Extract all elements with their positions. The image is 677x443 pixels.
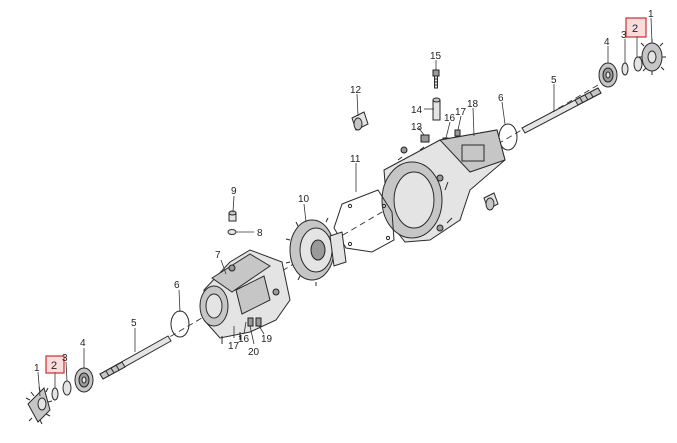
bushing-12 xyxy=(351,111,369,131)
label-part-16-top: 16 xyxy=(444,113,456,124)
label-part-13: 13 xyxy=(411,122,423,133)
label-part-5-bottom: 5 xyxy=(131,318,137,329)
bevel-gear-top xyxy=(638,39,666,75)
o-ring-bottom xyxy=(170,310,190,338)
highlight-box-top xyxy=(625,17,647,38)
washer-bottom xyxy=(62,380,72,396)
differential-housing-upper xyxy=(381,129,506,243)
label-part-18: 18 xyxy=(467,99,479,110)
screw-9 xyxy=(228,210,237,222)
label-part-6-bottom: 6 xyxy=(174,280,180,291)
differential-carrier-10 xyxy=(285,217,347,286)
axle-shaft-top xyxy=(521,87,602,134)
stud-19 xyxy=(255,317,262,327)
label-part-5-top: 5 xyxy=(551,75,557,86)
label-part-15: 15 xyxy=(430,51,442,62)
label-part-1-bottom: 1 xyxy=(34,363,40,374)
label-part-17-top: 17 xyxy=(455,107,467,118)
pin-14 xyxy=(432,97,441,121)
bearing-top xyxy=(598,62,618,88)
label-part-4-bottom: 4 xyxy=(80,338,86,349)
label-part-20: 20 xyxy=(248,347,260,358)
label-part-9: 9 xyxy=(231,186,237,197)
bevel-gear-bottom xyxy=(25,386,53,425)
axle-shaft-bottom xyxy=(99,335,172,380)
label-part-1-top: 1 xyxy=(648,9,654,20)
shim-bottom xyxy=(51,387,59,401)
screw-15 xyxy=(432,69,440,89)
bushing-lower-right xyxy=(483,192,499,211)
highlight-box-bottom xyxy=(45,355,65,374)
label-part-8: 8 xyxy=(257,228,263,239)
washer-top xyxy=(633,56,643,72)
differential-housing-lower xyxy=(199,249,291,344)
label-part-2-top[interactable]: 2 xyxy=(632,23,638,35)
label-part-6-top: 6 xyxy=(498,93,504,104)
label-part-11: 11 xyxy=(350,154,361,165)
label-part-16-bottom: 16 xyxy=(238,334,250,345)
label-part-3-top: 3 xyxy=(621,30,627,41)
label-part-10: 10 xyxy=(298,194,310,205)
shim-top xyxy=(621,62,629,76)
bearing-bottom xyxy=(74,367,94,393)
label-part-19: 19 xyxy=(261,334,273,345)
label-part-4-top: 4 xyxy=(604,37,610,48)
stud-20 xyxy=(247,317,254,327)
label-part-17-bottom: 17 xyxy=(228,341,240,352)
plug-13 xyxy=(420,134,430,143)
label-part-3-bottom: 3 xyxy=(62,353,68,364)
label-part-2-bottom[interactable]: 2 xyxy=(51,360,57,372)
label-part-12: 12 xyxy=(350,85,362,96)
fitting-17-top xyxy=(454,129,461,137)
label-part-7: 7 xyxy=(215,250,221,261)
label-part-14: 14 xyxy=(411,105,423,116)
gasket-11 xyxy=(333,189,395,253)
washer-8 xyxy=(227,229,237,235)
leader-lines xyxy=(37,17,653,397)
